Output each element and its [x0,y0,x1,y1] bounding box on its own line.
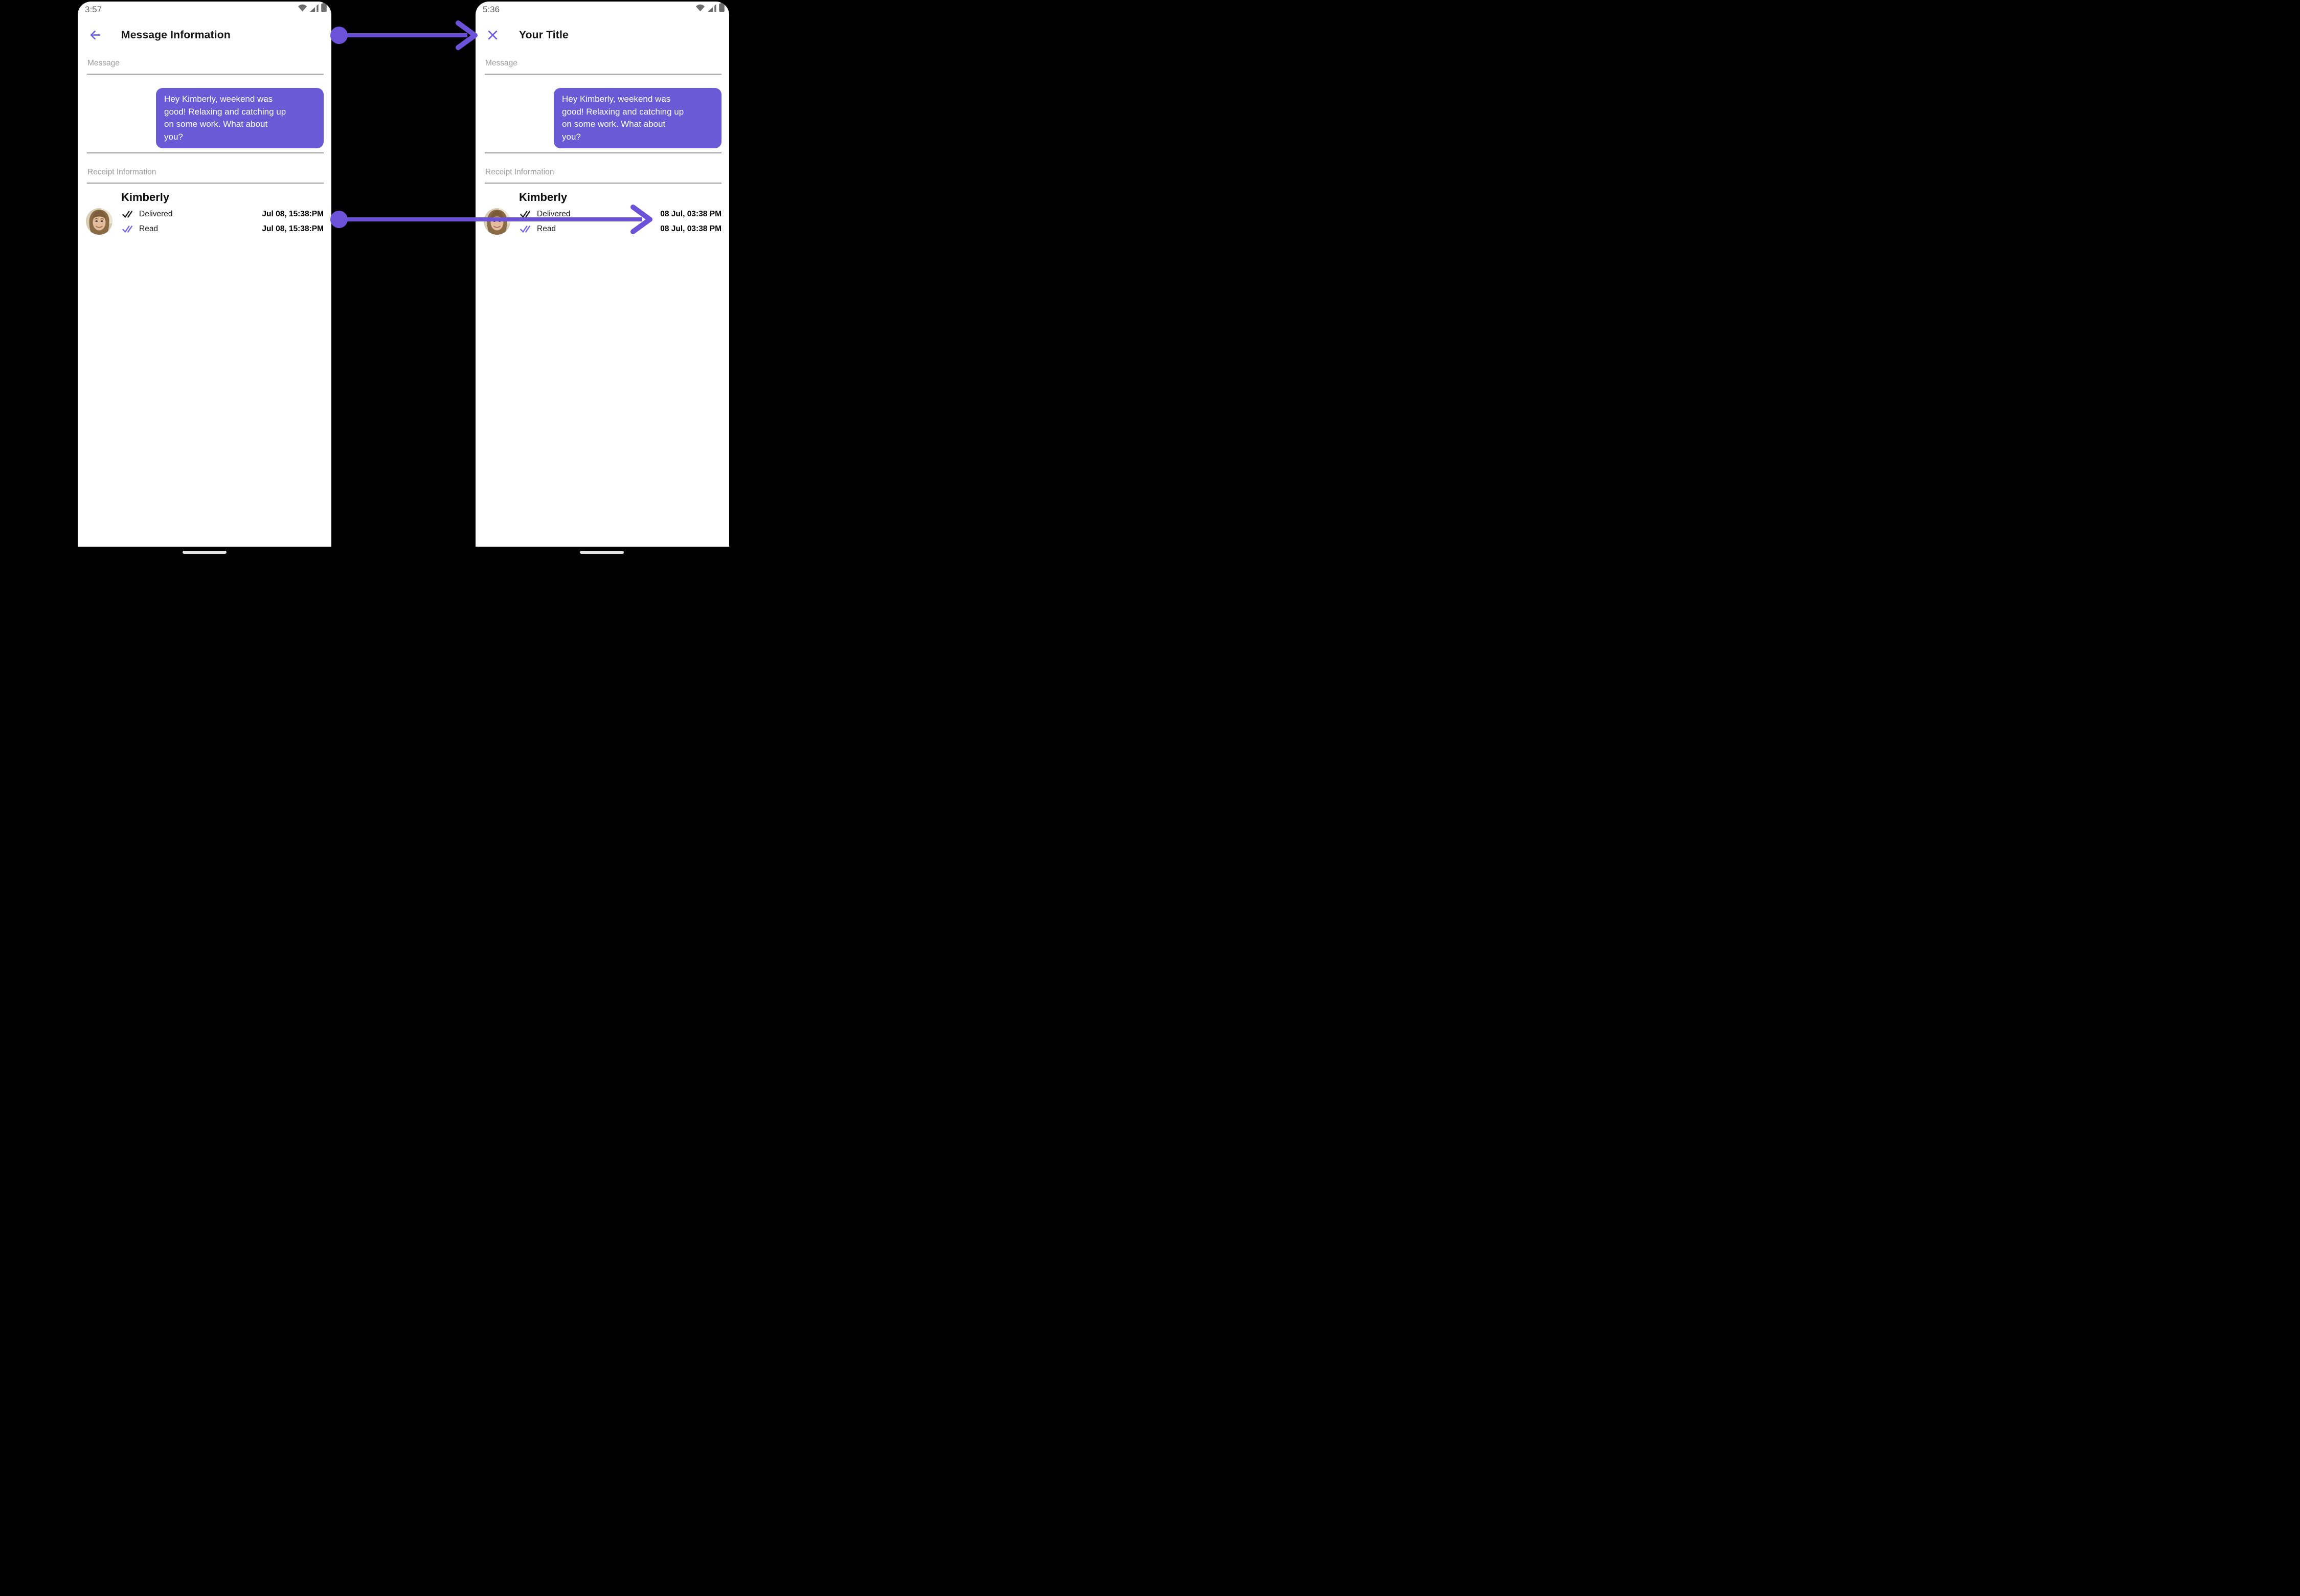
wifi-icon [298,4,307,14]
message-section-label: Message [485,59,517,68]
chat-bubble: Hey Kimberly, weekend was good! Relaxing… [156,88,324,148]
delivered-timestamp: 08 Jul, 03:38 PM [660,210,721,218]
delivered-label: Delivered [537,210,571,218]
divider [87,74,324,75]
cell-signal-icon [310,4,319,14]
divider [485,183,721,184]
avatar [484,208,510,235]
delivered-timestamp: Jul 08, 15:38:PM [262,210,324,218]
status-icons [695,3,725,14]
receipt-section-label: Receipt Information [485,168,554,176]
divider [485,152,721,153]
cell-signal-icon [708,4,716,14]
divider [485,74,721,75]
double-check-icon [520,210,531,218]
phone-screen-before: 3:57 [78,2,331,547]
battery-icon [321,3,327,14]
page-title: Message Information [121,29,231,41]
annotated-comparison-canvas: 3:57 [0,0,802,556]
status-time: 5:36 [483,5,500,14]
contact-name: Kimberly [519,191,568,204]
avatar [86,208,112,235]
double-check-icon [122,210,133,218]
phone-screen-after: 5:36 [476,2,729,547]
double-check-icon [122,225,133,233]
divider [87,152,324,153]
delivered-label: Delivered [139,210,173,218]
message-section-label: Message [87,59,120,68]
read-label: Read [537,224,556,233]
home-indicator[interactable] [183,551,227,554]
chat-bubble: Hey Kimberly, weekend was good! Relaxing… [554,88,721,148]
read-timestamp: Jul 08, 15:38:PM [262,224,324,233]
status-time: 3:57 [85,5,102,14]
back-button[interactable] [88,28,102,42]
read-row: Read Jul 08, 15:38:PM [122,223,324,235]
delivered-row: Delivered 08 Jul, 03:38 PM [520,208,721,220]
read-label: Read [139,224,159,233]
receipt-section-label: Receipt Information [87,168,156,176]
page-title: Your Title [519,29,569,41]
arrow-left-icon [88,30,102,44]
contact-name: Kimberly [121,191,170,204]
delivered-row: Delivered Jul 08, 15:38:PM [122,208,324,220]
header-change-arrow [330,20,478,50]
close-button[interactable] [486,28,500,42]
home-indicator[interactable] [580,551,624,554]
wifi-icon [695,4,705,14]
x-close-icon [486,30,500,44]
status-icons [298,3,327,14]
read-timestamp: 08 Jul, 03:38 PM [660,224,721,233]
double-check-icon [520,225,531,233]
read-row: Read 08 Jul, 03:38 PM [520,223,721,235]
battery-icon [719,3,725,14]
divider [87,183,324,184]
